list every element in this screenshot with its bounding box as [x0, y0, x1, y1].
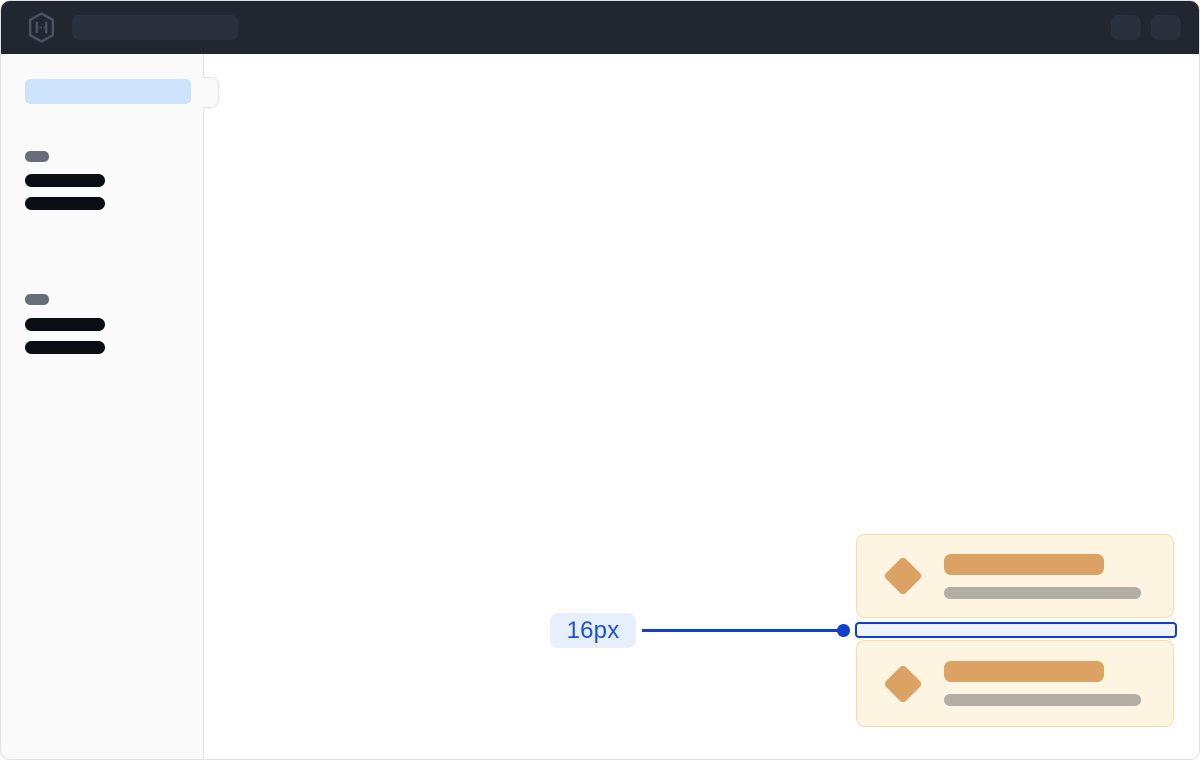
card-text-placeholders [944, 661, 1141, 706]
measurement-connector-dot [837, 624, 850, 637]
measurement-connector-line [642, 629, 842, 632]
spacing-value-text: 16px [566, 616, 620, 644]
list-card-1[interactable] [856, 534, 1174, 618]
sidebar [1, 54, 204, 759]
topbar-action-button-1[interactable] [1111, 15, 1141, 40]
sidebar-section-label-2 [25, 294, 49, 305]
top-navigation-bar [1, 1, 1199, 54]
spacing-highlight-strip [855, 622, 1177, 638]
list-card-2[interactable] [856, 640, 1174, 727]
topbar-action-button-2[interactable] [1151, 15, 1181, 40]
card-title-skeleton [944, 553, 1104, 575]
card-subtitle-skeleton [944, 694, 1141, 706]
sidebar-nav-item[interactable] [25, 197, 105, 210]
card-title-skeleton [944, 661, 1104, 682]
sidebar-nav-item[interactable] [25, 318, 105, 331]
card-subtitle-skeleton [944, 586, 1141, 599]
global-search-placeholder[interactable] [72, 15, 238, 40]
sidebar-selected-item[interactable] [25, 79, 191, 104]
sidebar-nav-item[interactable] [25, 174, 105, 187]
sidebar-nav-item[interactable] [25, 341, 105, 354]
hashicorp-logo-icon [28, 12, 55, 43]
diamond-icon [883, 556, 923, 596]
spacing-measurement-label: 16px [550, 613, 636, 648]
card-text-placeholders [944, 553, 1141, 599]
sidebar-collapse-toggle[interactable] [203, 77, 219, 108]
diamond-icon [883, 663, 923, 704]
sidebar-section-label-1 [25, 151, 49, 162]
